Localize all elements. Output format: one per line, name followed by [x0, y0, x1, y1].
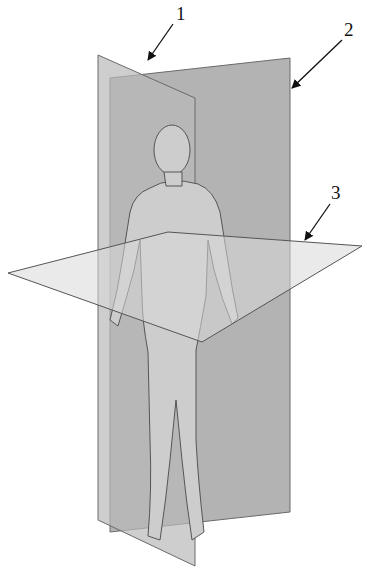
leader-arrow — [148, 24, 173, 60]
callout-number: 3 — [331, 183, 341, 202]
leader-arrow — [292, 40, 342, 88]
leader-arrow — [305, 204, 330, 240]
callout-number: 1 — [176, 4, 186, 23]
transverse-plane — [8, 232, 362, 342]
callout-number: 2 — [344, 20, 354, 39]
